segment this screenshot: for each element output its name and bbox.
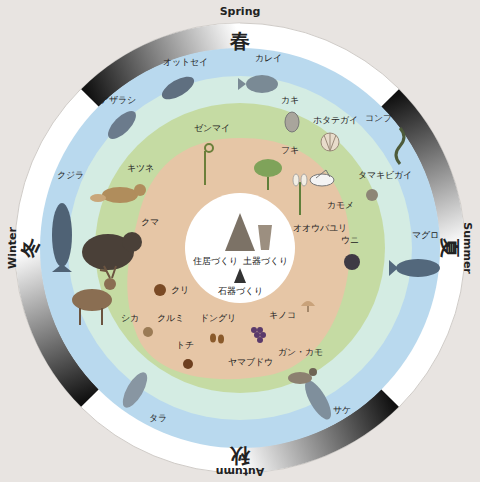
- resource-label: キツネ: [127, 164, 154, 173]
- resource-label: シカ: [121, 314, 139, 323]
- resource-label: キノコ: [269, 311, 296, 320]
- resource-label: クリ: [171, 286, 189, 295]
- resource-label: コンブ: [365, 114, 392, 123]
- center-circle: 住居づくり土器づくり石器づくり: [185, 193, 295, 303]
- resource-label: ドングリ: [200, 314, 236, 323]
- resource-label: タマキビガイ: [358, 171, 412, 180]
- resource-label: クルミ: [157, 314, 184, 323]
- activity-label: 土器づくり: [243, 257, 288, 266]
- resource-label: カキ: [281, 96, 299, 105]
- resource-label: カモメ: [327, 201, 354, 210]
- resource-label: ウニ: [341, 236, 359, 245]
- activity-label: 石器づくり: [218, 287, 263, 296]
- resource-label: オオウバユリ: [293, 224, 347, 233]
- resource-label: アザラシ: [100, 96, 136, 105]
- resource-label: カレイ: [255, 54, 282, 63]
- season-label: Winter: [7, 227, 18, 269]
- resource-label: オットセイ: [163, 58, 208, 67]
- season-label: 夏: [440, 238, 460, 258]
- resource-label: フキ: [281, 146, 299, 155]
- resource-label: サケ: [333, 406, 351, 415]
- resource-label: ヤマブドウ: [228, 358, 273, 367]
- resource-label: ガン・カモ: [278, 348, 323, 357]
- activity-label: 住居づくり: [193, 257, 238, 266]
- resource-label: クマ: [141, 218, 159, 227]
- season-label: Autumn: [216, 466, 265, 477]
- resource-label: マグロ: [412, 231, 439, 240]
- resource-label: ホタテガイ: [313, 116, 358, 125]
- resource-label: ゼンマイ: [194, 124, 230, 133]
- season-label: Summer: [462, 222, 473, 274]
- season-label: 秋: [230, 446, 250, 466]
- season-label: Spring: [220, 6, 261, 17]
- resource-label: トチ: [176, 341, 194, 350]
- resource-label: タラ: [149, 414, 167, 423]
- season-label: 春: [230, 31, 250, 51]
- resource-label: クジラ: [57, 171, 84, 180]
- season-label: 冬: [20, 238, 40, 258]
